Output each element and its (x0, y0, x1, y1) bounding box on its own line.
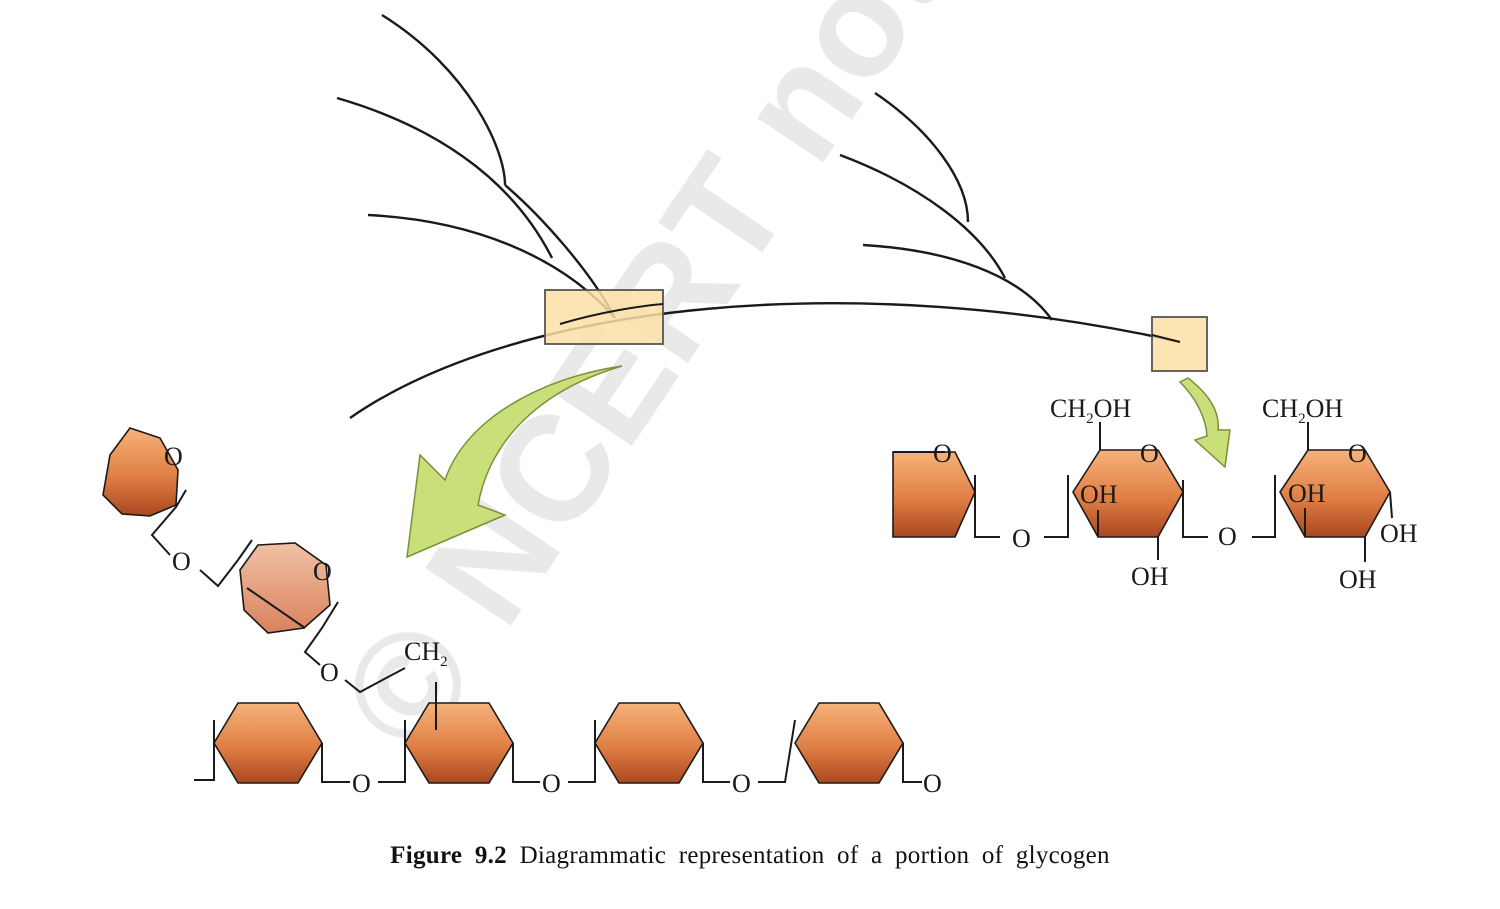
glycogen-branch-tree (336, 13, 1181, 419)
branch-6 (839, 153, 1007, 279)
branch-5 (874, 92, 970, 223)
ring-oxygen-label: O (1348, 439, 1367, 468)
methylene-label: CH2 (404, 637, 448, 670)
linkage-oxygen-label: O (1218, 522, 1237, 551)
hydroxyl-label: OH (1288, 479, 1326, 508)
figure-label: Figure 9.2 (390, 842, 507, 869)
linkage-oxygen-label: O (732, 769, 751, 798)
chain-through-box (559, 303, 664, 325)
main-chain (349, 302, 1181, 419)
glucose-ring (404, 702, 514, 784)
chain-end-in-box (1151, 334, 1181, 343)
figure-caption: Figure 9.2 Diagrammatic representation o… (0, 842, 1500, 870)
ring-oxygen-label: O (1140, 439, 1159, 468)
branch-linkage: O O O O CH2 (102, 427, 448, 694)
watermark-text: © NCERT not to be republished (307, 0, 1500, 778)
small-green-arrow (1178, 377, 1231, 469)
glucose-ring (594, 702, 704, 784)
hydroxymethyl-label: CH2OH (1050, 394, 1131, 427)
detailed-glucose-structure: O O O O O CH2OH CH2OH OH OH OH OH OH (892, 394, 1418, 594)
watermark: © NCERT not to be republished (307, 0, 1500, 778)
hydroxymethyl-label: CH2OH (1262, 394, 1343, 427)
branch-1 (381, 13, 507, 186)
hydroxyl-label: OH (1380, 519, 1418, 548)
linkage-oxygen-label: O (352, 769, 371, 798)
figure-caption-text: Diagrammatic representation of a portion… (519, 842, 1110, 869)
ring-oxygen-label: O (933, 439, 952, 468)
branch-2 (336, 96, 554, 259)
chain-segment-highlight-box (1151, 316, 1208, 372)
linkage-oxygen-label: O (923, 769, 942, 798)
linear-glucose-chain: O O O O (194, 682, 942, 798)
large-green-arrow (406, 365, 623, 559)
ring-oxygen-label: O (164, 442, 183, 471)
glucose-ring (794, 702, 904, 784)
hydroxyl-label: OH (1080, 480, 1118, 509)
linkage-oxygen-label: O (542, 769, 561, 798)
branch-7 (862, 243, 1053, 321)
linkage-oxygen-label: O (172, 547, 191, 576)
linkage-oxygen-label: O (320, 658, 339, 687)
linkage-oxygen-label: O (1012, 524, 1031, 553)
partial-glucose-ring (102, 427, 179, 517)
ring-oxygen-label: O (313, 557, 332, 586)
branch-point-highlight-box (544, 289, 664, 345)
glucose-ring (213, 702, 323, 784)
hydroxyl-label: OH (1131, 562, 1169, 591)
hydroxyl-label: OH (1339, 565, 1377, 594)
